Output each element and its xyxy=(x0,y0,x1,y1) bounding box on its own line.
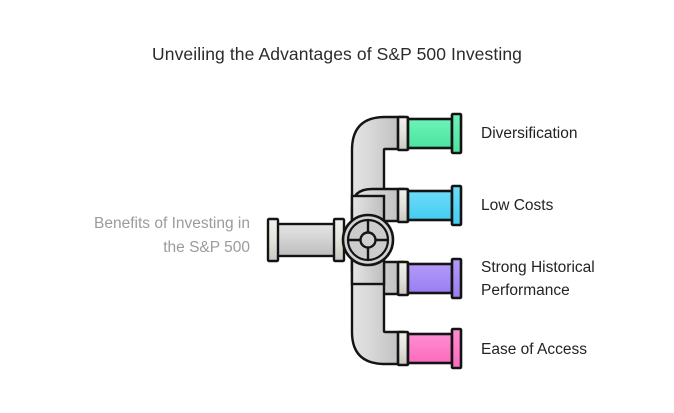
branch-pipe-strong-historical-performance[interactable] xyxy=(396,257,463,300)
valve-hub xyxy=(359,231,377,249)
branch-pipe-diversification[interactable] xyxy=(396,112,463,155)
branch-flange-left-diversification xyxy=(396,115,410,152)
branch-flange-right-diversification xyxy=(450,112,463,155)
inlet-pipe-group xyxy=(266,217,346,263)
inlet-pipe-body xyxy=(274,222,344,258)
branch-flange-right-ease-of-access xyxy=(450,327,463,370)
root-node-label-line1: Benefits of Investing in xyxy=(94,215,250,232)
valve-wheel[interactable] xyxy=(341,213,395,267)
branch-label-low-costs: Low Costs xyxy=(481,197,554,214)
branch-pipe-body-ease-of-access xyxy=(406,332,454,365)
branch-flange-left-strong-historical-performance xyxy=(396,260,410,297)
branch-pipe-low-costs[interactable] xyxy=(396,184,463,227)
branch-label-line1-strong-historical-performance: Strong Historical xyxy=(481,259,595,276)
branch-pipe-body-strong-historical-performance xyxy=(406,262,454,295)
branch-flange-left-low-costs xyxy=(396,187,410,224)
root-node-label-line2: the S&P 500 xyxy=(163,239,250,256)
root-node-label: Benefits of Investing in the S&P 500 xyxy=(10,212,250,260)
branch-flange-right-low-costs xyxy=(450,184,463,227)
branch-pipe-ease-of-access[interactable] xyxy=(396,327,463,370)
branch-flange-right-strong-historical-performance xyxy=(450,257,463,300)
branch-flange-left-ease-of-access xyxy=(396,330,410,367)
branch-pipe-body-low-costs xyxy=(406,189,454,222)
branch-label-ease-of-access: Ease of Access xyxy=(481,341,587,358)
page-title: Unveiling the Advantages of S&P 500 Inve… xyxy=(152,44,522,64)
branch-label-strong-historical-performance: Strong Historical Performance xyxy=(481,256,667,302)
inlet-pipe-flange-left xyxy=(266,217,280,263)
branch-label-line2-strong-historical-performance: Performance xyxy=(481,282,570,299)
branch-pipe-body-diversification xyxy=(406,117,454,150)
branch-label-diversification: Diversification xyxy=(481,125,578,142)
